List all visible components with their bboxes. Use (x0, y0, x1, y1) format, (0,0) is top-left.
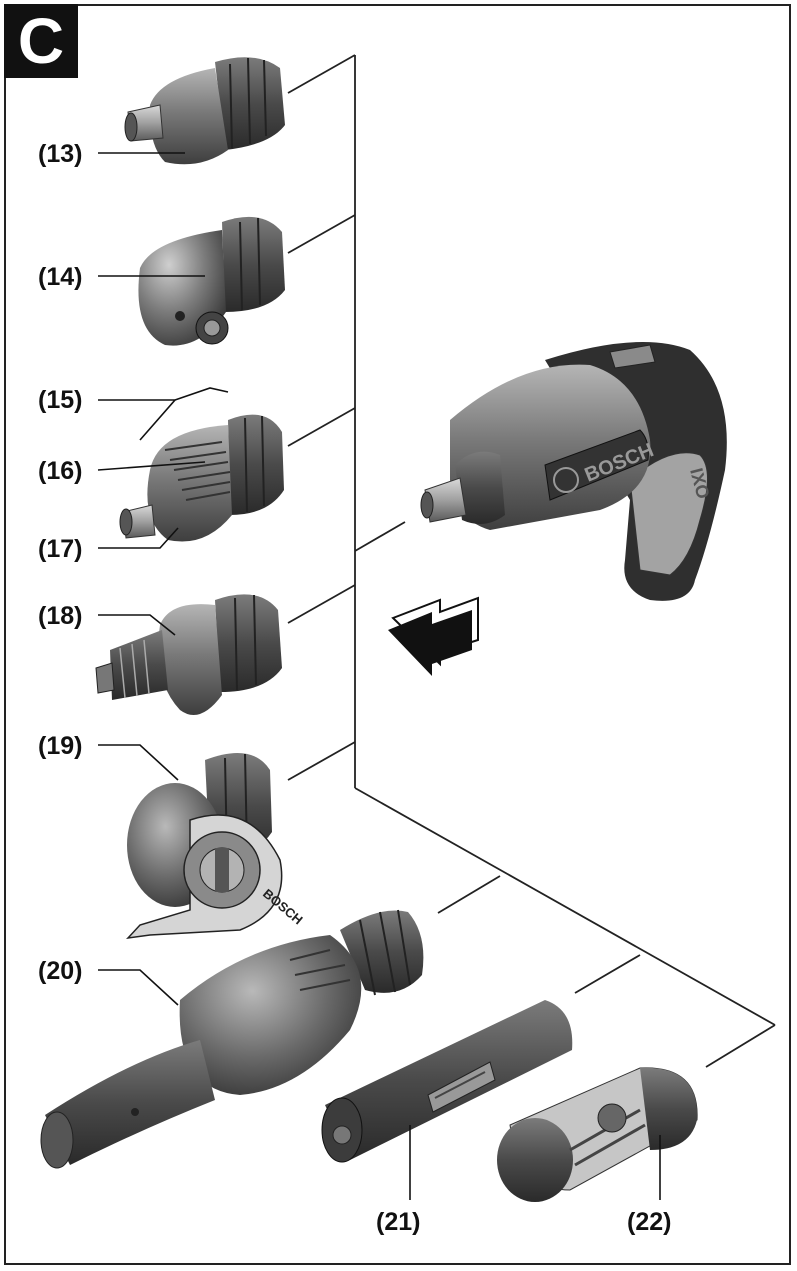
label-16: (16) (38, 457, 82, 485)
leader-17 (98, 527, 179, 549)
label-15: (15) (38, 386, 82, 414)
figure-letter-badge: C (4, 4, 78, 78)
accessory-19-cutter-adapter: BOSCH (126, 752, 306, 940)
connector-tree (287, 54, 776, 1068)
accessory-14-angle-adapter (138, 216, 285, 346)
tree-branch-22 (705, 1024, 776, 1068)
accessory-18-drill-chuck (95, 594, 282, 715)
accessory-20-blower-adapter (40, 909, 424, 1169)
callout-labels: (13) (14) (15) (16) (17) (18) (19) (20) … (38, 140, 671, 1236)
tree-diagonal (354, 787, 776, 1026)
tree-branch-19 (287, 741, 356, 781)
tree-branch-21 (574, 954, 641, 994)
label-18: (18) (38, 602, 82, 630)
direction-arrow (388, 596, 479, 676)
leader-16 (97, 461, 206, 471)
bosch-ixo-screwdriver: BOSCH IXO (420, 342, 727, 601)
leader-18 (98, 614, 176, 636)
accessory-22-bit-cylinder (497, 1067, 698, 1202)
label-14: (14) (38, 263, 82, 291)
tree-branch-14 (287, 214, 356, 254)
accessory-13-hex-adapter (124, 57, 285, 165)
tree-branch-20 (437, 875, 501, 914)
accessory-21-bit-holder (321, 1000, 573, 1163)
tree-branch-16 (287, 407, 356, 447)
leader-lines (97, 152, 661, 1200)
leader-19 (98, 744, 179, 781)
label-20: (20) (38, 957, 82, 985)
tree-branch-tool (354, 521, 406, 552)
label-21: (21) (376, 1208, 420, 1236)
leader-15 (98, 399, 177, 441)
tree-branch-13 (287, 54, 356, 94)
label-13: (13) (38, 140, 82, 168)
tree-branch-18 (287, 584, 356, 624)
label-17: (17) (38, 535, 82, 563)
leader-20 (98, 969, 179, 1006)
label-22: (22) (627, 1208, 671, 1236)
accessory-16-eccentric-adapter (119, 414, 284, 542)
label-19: (19) (38, 732, 82, 760)
leader-15-bracket (174, 387, 229, 401)
